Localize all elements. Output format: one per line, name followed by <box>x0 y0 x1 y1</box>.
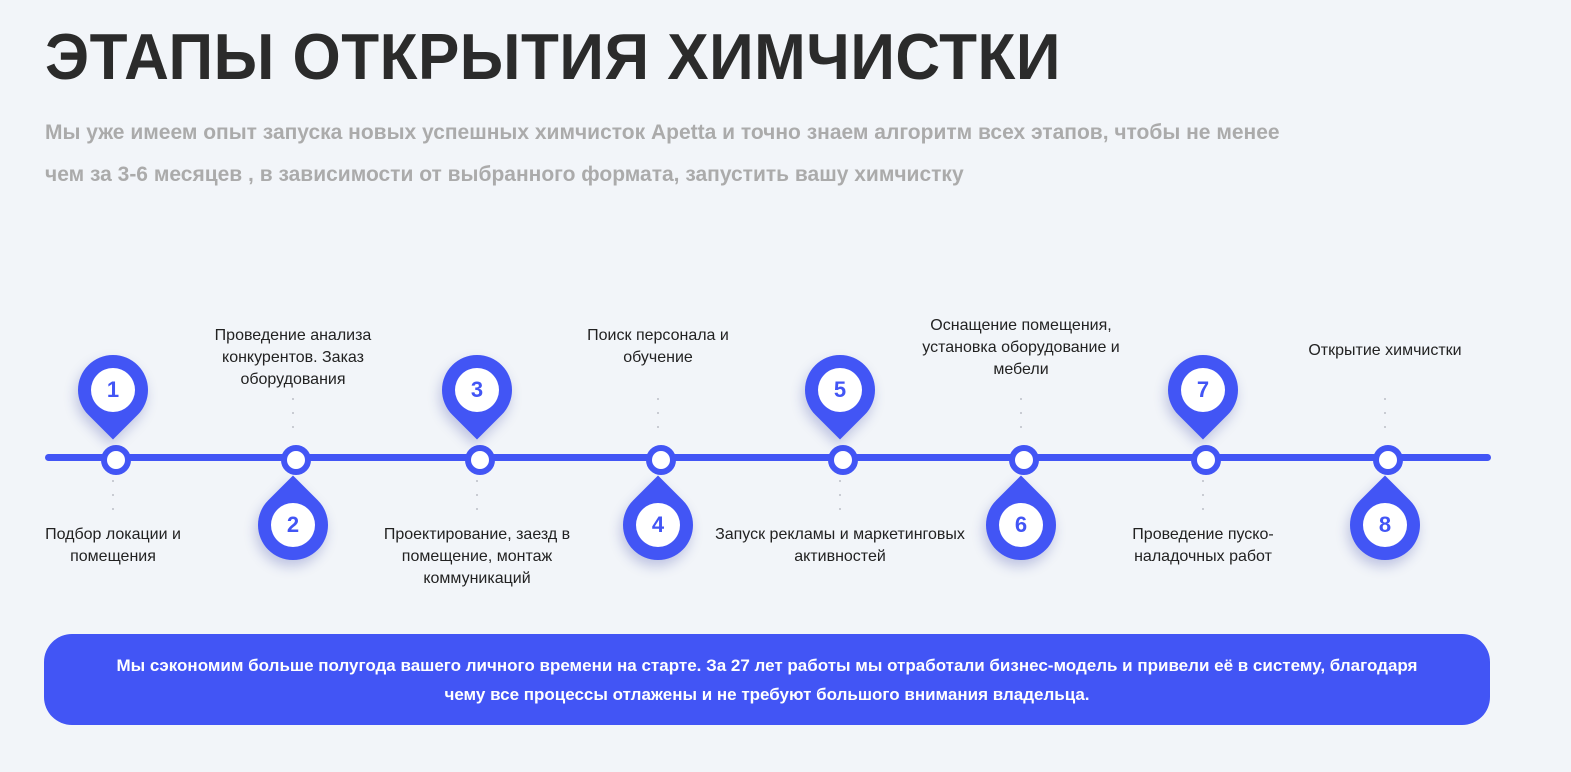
dotted-connector <box>476 480 478 520</box>
step-number: 8 <box>1363 503 1407 547</box>
timeline-node <box>1373 445 1403 475</box>
timeline-node <box>828 445 858 475</box>
dotted-connector <box>1202 480 1204 520</box>
dotted-connector <box>657 398 659 438</box>
timeline-node <box>1191 445 1221 475</box>
step-marker-pin: 2 <box>243 475 343 575</box>
step-label: Подбор локации и помещения <box>45 526 181 565</box>
step-number: 2 <box>271 503 315 547</box>
step-number: 1 <box>91 368 135 412</box>
step-number: 7 <box>1181 368 1225 412</box>
step-marker-pin: 1 <box>63 340 163 440</box>
step-marker-pin: 3 <box>427 340 527 440</box>
step-label: Поиск персонала и обучение <box>587 327 729 366</box>
step-number: 4 <box>636 503 680 547</box>
info-banner: Мы сэкономим больше полугода вашего личн… <box>44 634 1490 725</box>
step-marker-pin: 8 <box>1335 475 1435 575</box>
step-label: Открытие химчистки <box>1308 342 1462 359</box>
step-label: Проведение анализа конкурентов. Заказ об… <box>214 327 372 388</box>
timeline-line <box>45 454 1491 461</box>
timeline-node <box>101 445 131 475</box>
timeline-node <box>281 445 311 475</box>
dotted-connector <box>839 480 841 520</box>
timeline-node <box>1009 445 1039 475</box>
page-title: ЭТАПЫ ОТКРЫТИЯ ХИМЧИСТКИ <box>45 21 1061 94</box>
step-label: Оснащение помещения, установка оборудова… <box>922 317 1120 378</box>
step-number: 3 <box>455 368 499 412</box>
step-label: Проектирование, заезд в помещение, монта… <box>383 526 571 587</box>
step-number: 5 <box>818 368 862 412</box>
banner-text: Мы сэкономим больше полугода вашего личн… <box>116 655 1418 704</box>
dotted-connector <box>112 480 114 520</box>
timeline-node <box>465 445 495 475</box>
step-label: Проведение пуско-наладочных работ <box>1132 526 1274 565</box>
step-marker-pin: 5 <box>790 340 890 440</box>
step-marker-pin: 4 <box>608 475 708 575</box>
step-marker-pin: 7 <box>1153 340 1253 440</box>
dotted-connector <box>1020 398 1022 438</box>
step-label: Запуск рекламы и маркетинговых активност… <box>715 526 965 565</box>
dotted-connector <box>292 398 294 438</box>
page-subtitle: Мы уже имеем опыт запуска новых успешных… <box>45 121 1280 186</box>
step-marker-pin: 6 <box>971 475 1071 575</box>
timeline-node <box>646 445 676 475</box>
dotted-connector <box>1384 398 1386 438</box>
step-number: 6 <box>999 503 1043 547</box>
